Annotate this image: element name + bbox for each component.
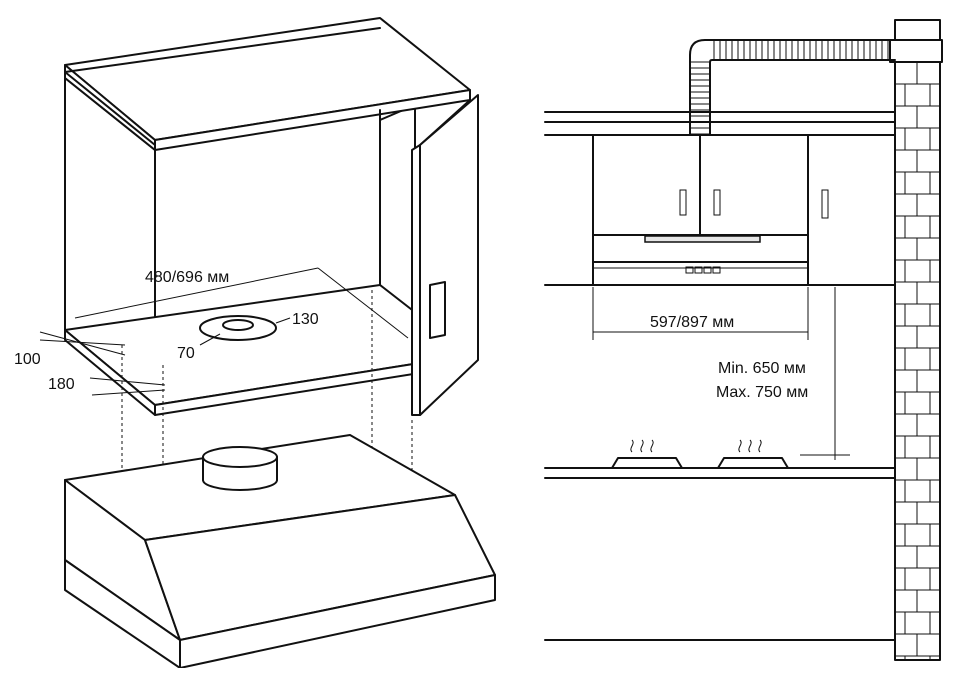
cooker-hood-front — [592, 234, 809, 286]
cooker-hood-iso — [64, 434, 496, 669]
hood-width-dimension — [592, 287, 809, 340]
upper-cabinets — [544, 111, 896, 286]
countertop-with-hob — [544, 439, 896, 641]
height-min-label: Min. 650 мм — [718, 360, 806, 377]
height-max-label: Max. 750 мм — [716, 384, 808, 401]
cabinet-width-label: 480/696 мм — [145, 269, 229, 286]
cabinet-dimension-lines — [39, 267, 409, 396]
cutout-outer-diameter-label: 130 — [292, 311, 319, 328]
cutout-inner-diameter-label: 70 — [177, 345, 195, 362]
front-offset-label: 100 — [14, 351, 41, 368]
height-dimension — [800, 287, 850, 460]
brick-wall — [889, 19, 943, 661]
hood-width-label: 597/897 мм — [650, 314, 734, 331]
side-offset-label: 180 — [48, 376, 75, 393]
wall-cabinet — [64, 17, 479, 416]
